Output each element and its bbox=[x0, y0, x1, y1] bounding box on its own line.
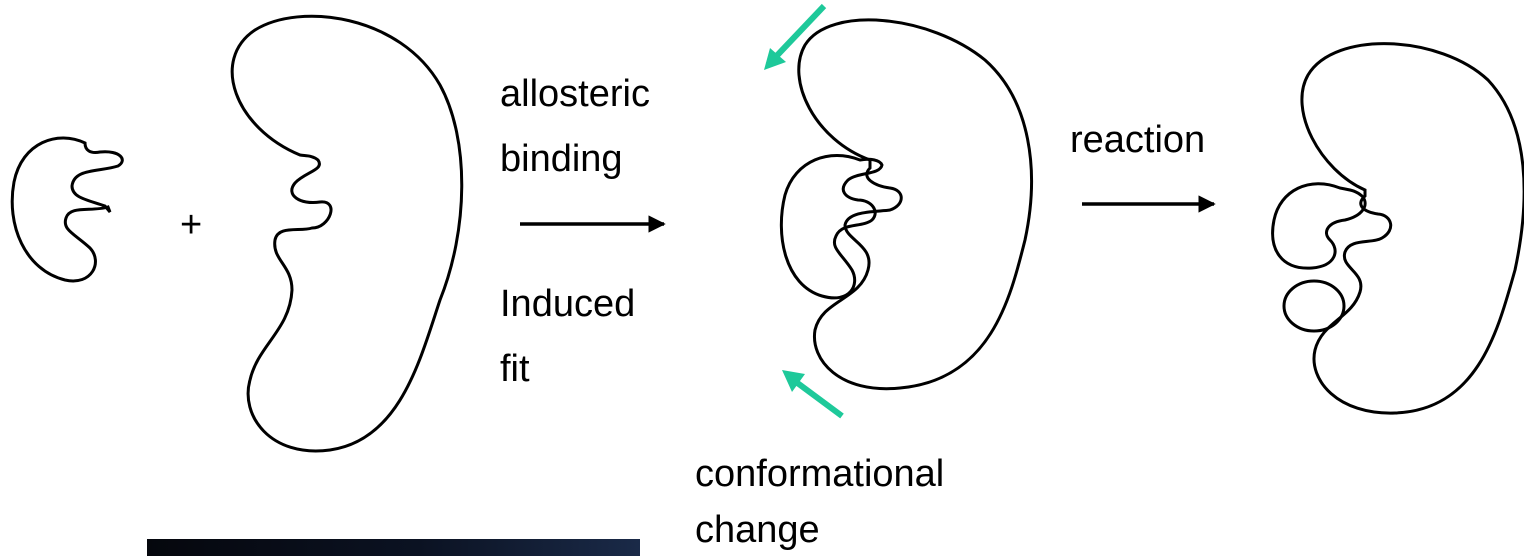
conformational-change-label-line1: conformational bbox=[695, 452, 944, 496]
product-shape-2 bbox=[1284, 281, 1344, 331]
induced-fit-label-line2: fit bbox=[500, 347, 530, 391]
enzyme-shape-2 bbox=[799, 20, 1032, 389]
plus-sign: + bbox=[180, 203, 202, 247]
enzyme-shape-3 bbox=[1302, 44, 1524, 413]
conformational-change-label-line2: change bbox=[695, 508, 820, 552]
allosteric-label-line1: allosteric bbox=[500, 72, 650, 116]
enzyme-shape-1 bbox=[232, 16, 462, 451]
product-shape-1 bbox=[1273, 184, 1365, 268]
substrate-shape bbox=[12, 138, 122, 281]
reaction-label: reaction bbox=[1070, 118, 1205, 162]
allosteric-label-line2: binding bbox=[500, 137, 623, 181]
induced-fit-label-line1: Induced bbox=[500, 282, 635, 326]
cropped-image-edge bbox=[147, 539, 640, 556]
